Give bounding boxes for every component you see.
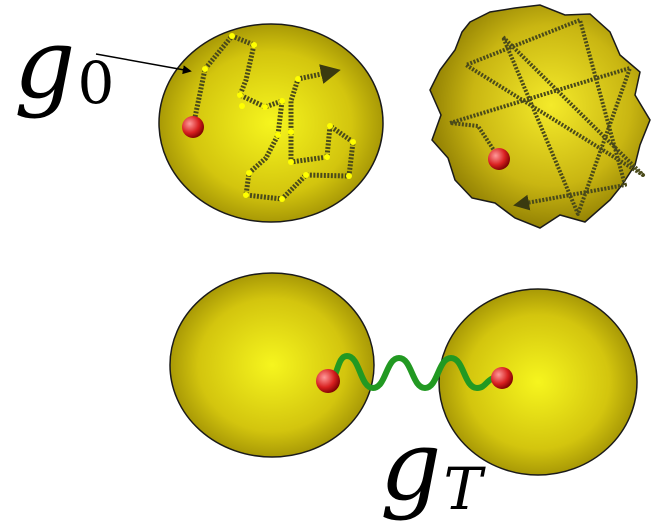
g0-pointer-arrow	[95, 53, 192, 75]
red-sphere-icon	[488, 148, 510, 170]
label-g0-base: g	[14, 8, 76, 120]
red-sphere-icon	[316, 369, 340, 393]
red-sphere-icon	[491, 367, 513, 389]
red-sphere-icon	[182, 116, 204, 138]
label-g0: g0	[14, 16, 114, 112]
diagram-canvas	[95, 4, 651, 476]
walk-nodes	[202, 33, 356, 202]
label-gT-sub: T	[443, 455, 483, 523]
label-gT-base: g	[380, 410, 442, 522]
top-right-blob	[429, 4, 651, 229]
label-gT: gT	[380, 418, 482, 518]
random-walk-path	[190, 33, 356, 202]
label-g0-sub: 0	[77, 49, 115, 117]
spring-wave	[327, 352, 503, 392]
bottom-left-sphere	[169, 272, 375, 458]
bottom-right-sphere	[438, 288, 638, 476]
star-path	[448, 18, 645, 216]
